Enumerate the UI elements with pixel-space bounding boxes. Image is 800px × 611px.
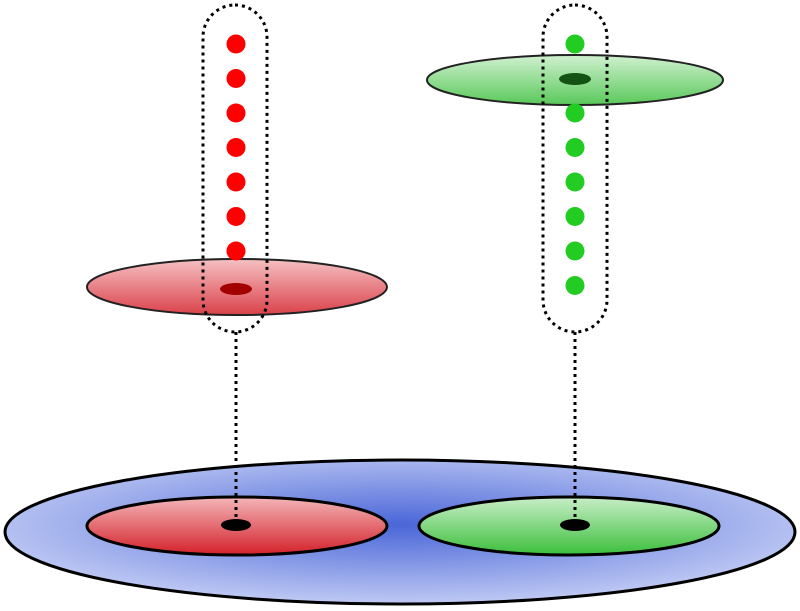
red-stack-dot	[226, 207, 246, 226]
red-stack-dot	[226, 103, 246, 123]
green-stack-dot	[565, 207, 585, 226]
red-stack-dot	[226, 138, 246, 157]
green-stack-dot	[565, 172, 585, 192]
green-stack-dot	[565, 34, 585, 54]
red-stack-dot	[226, 69, 246, 88]
green-stack-capsule	[541, 3, 609, 334]
red-stack-capsule	[201, 3, 269, 334]
red-stack-dot	[226, 241, 246, 261]
green-stack-dot	[565, 138, 585, 157]
green-stack-anchor	[559, 73, 591, 85]
red-stack	[220, 34, 252, 295]
red-stack-dot	[226, 34, 246, 54]
green-base-anchor	[560, 519, 590, 531]
green-stack	[559, 34, 591, 295]
green-stack-dot	[565, 241, 585, 261]
green-stack-dot	[565, 103, 585, 123]
red-stack-anchor	[220, 283, 252, 295]
green-stack-dot	[565, 276, 585, 295]
red-base-anchor	[221, 519, 251, 531]
red-stack-dot	[226, 172, 246, 192]
